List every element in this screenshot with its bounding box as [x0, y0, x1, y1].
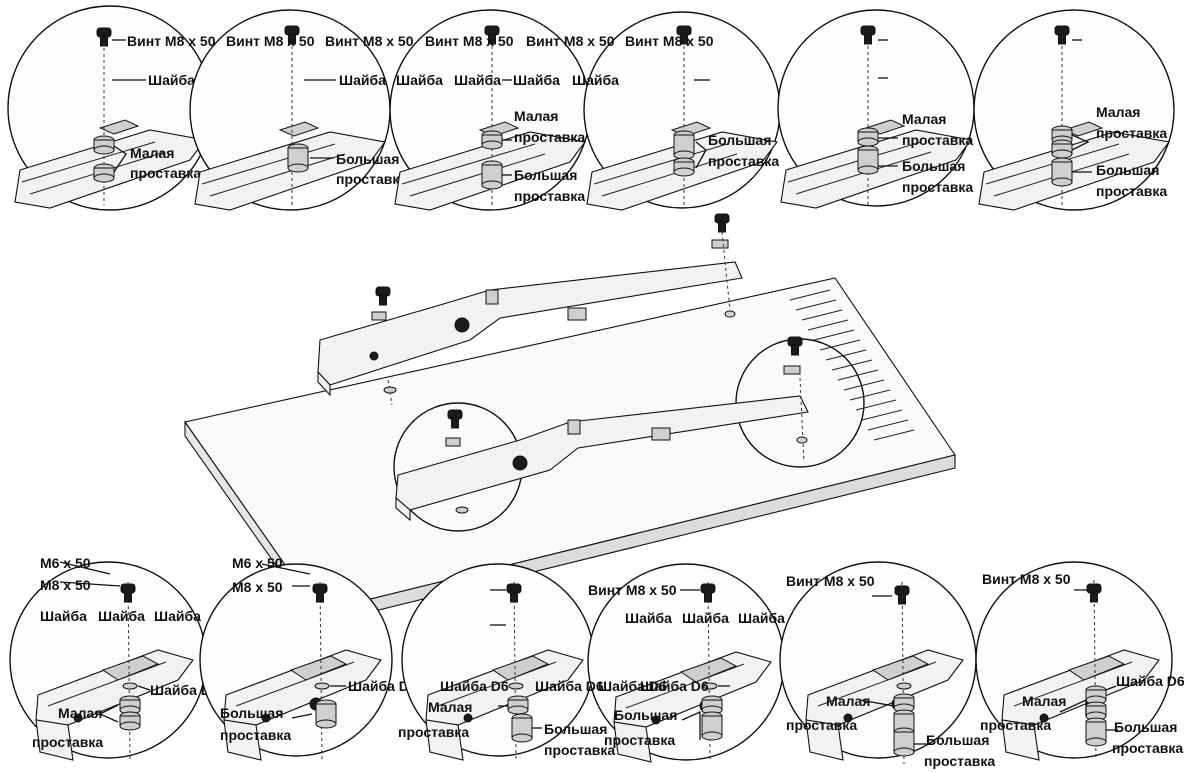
detail-circle-bottom-6 [975, 561, 1173, 761]
label-washer-d6-b3: Шайба D6 [440, 678, 509, 694]
label-big-spacer-2b: проставка [336, 171, 407, 187]
label-big-spacer-b4a: Большая [614, 707, 677, 723]
label-big-spacer-4a: Большая [708, 132, 771, 148]
label-small-spacer-b5a: Малая [826, 693, 870, 709]
label-washer-b1c: Шайба [154, 608, 201, 624]
label-screw-4: Винт M8 x 50 [425, 33, 514, 49]
label-washer-d6-b2: Шайба D6 [348, 678, 417, 694]
label-washer-3: Шайба [396, 72, 443, 88]
label-washer-d6-b6: Шайба D6 [1116, 673, 1185, 689]
label-washer-d6-b4a: Шайба D6 [535, 678, 604, 694]
label-washer-1: Шайба [148, 72, 195, 88]
label-big-spacer-3a: Большая [514, 167, 577, 183]
label-big-spacer-b4b: проставка [604, 732, 675, 748]
label-m8-b2: M8 x 50 [232, 579, 283, 595]
label-small-spacer-3a: Малая [514, 108, 558, 124]
label-washer-d6-b1: Шайба D6 [150, 682, 219, 698]
label-washer-d6-b4c: Шайба D6 [640, 678, 709, 694]
label-washer-d6-b4b: Шайба D6 [598, 678, 667, 694]
label-screw-b6: Винт M8 x 50 [982, 571, 1071, 587]
label-big-spacer-b3b: проставка [544, 742, 615, 758]
label-washer-6: Шайба [572, 72, 619, 88]
label-washer-b1a: Шайба [40, 608, 87, 624]
label-small-spacer-b1b: проставка [32, 734, 103, 750]
label-screw-b5: Винт M8 x 50 [786, 573, 875, 589]
label-m6-b2: M6 x 50 [232, 555, 283, 571]
label-big-spacer-b5b: проставка [924, 753, 995, 769]
label-big-spacer-b3a: Большая [544, 721, 607, 737]
label-big-spacer-4b: проставка [708, 153, 779, 169]
label-washer-b4b: Шайба [682, 610, 729, 626]
label-m8-b1: M8 x 50 [40, 577, 91, 593]
label-big-spacer-6b: проставка [1096, 183, 1167, 199]
label-washer-b4a: Шайба [625, 610, 672, 626]
label-big-spacer-3b: проставка [514, 188, 585, 204]
label-screw-b4: Винт M8 x 50 [588, 582, 677, 598]
label-big-spacer-b5a: Большая [926, 732, 989, 748]
label-screw-3: Винт M8 x 50 [325, 33, 414, 49]
label-small-spacer-5b: проставка [902, 132, 973, 148]
label-washer-b1b: Шайба [98, 608, 145, 624]
label-big-spacer-2a: Большая [336, 151, 399, 167]
label-small-spacer-b3a: Малая [428, 699, 472, 715]
label-washer-5: Шайба [513, 72, 560, 88]
label-small-spacer-1a: Малая [130, 145, 174, 161]
label-small-spacer-3b: проставка [514, 129, 585, 145]
label-small-spacer-b3b: проставка [398, 724, 469, 740]
label-big-spacer-5a: Большая [902, 158, 965, 174]
detail-circle-bottom-2 [199, 563, 393, 761]
label-big-spacer-b6b: проставка [1112, 740, 1183, 756]
bracket-lower [393, 336, 865, 532]
label-big-spacer-b2a: Большая [220, 705, 283, 721]
bracket-upper [317, 213, 743, 406]
label-washer-b4c: Шайба [738, 610, 785, 626]
label-screw-6: Винт M8 x 50 [625, 33, 714, 49]
label-screw-5: Винт M8 x 50 [526, 33, 615, 49]
label-big-spacer-6a: Большая [1096, 162, 1159, 178]
detail-circle-top-6 [973, 9, 1175, 211]
label-screw-2: Винт M8 x 50 [226, 33, 315, 49]
label-m6-b1: M6 x 50 [40, 555, 91, 571]
label-small-spacer-b5b: проставка [786, 717, 857, 733]
label-small-spacer-5a: Малая [902, 111, 946, 127]
label-small-spacer-b6a: Малая [1022, 693, 1066, 709]
label-small-spacer-6a: Малая [1096, 104, 1140, 120]
label-small-spacer-1b: проставка [130, 165, 201, 181]
label-small-spacer-b1a: Малая [58, 705, 102, 721]
label-small-spacer-6b: проставка [1096, 125, 1167, 141]
label-screw-1: Винт M8 x 50 [127, 33, 216, 49]
label-big-spacer-b6a: Большая [1114, 719, 1177, 735]
label-big-spacer-b2b: проставка [220, 727, 291, 743]
label-big-spacer-5b: проставка [902, 179, 973, 195]
label-small-spacer-b6b: проставка [980, 717, 1051, 733]
label-washer-4: Шайба [454, 72, 501, 88]
label-washer-2: Шайба [339, 72, 386, 88]
